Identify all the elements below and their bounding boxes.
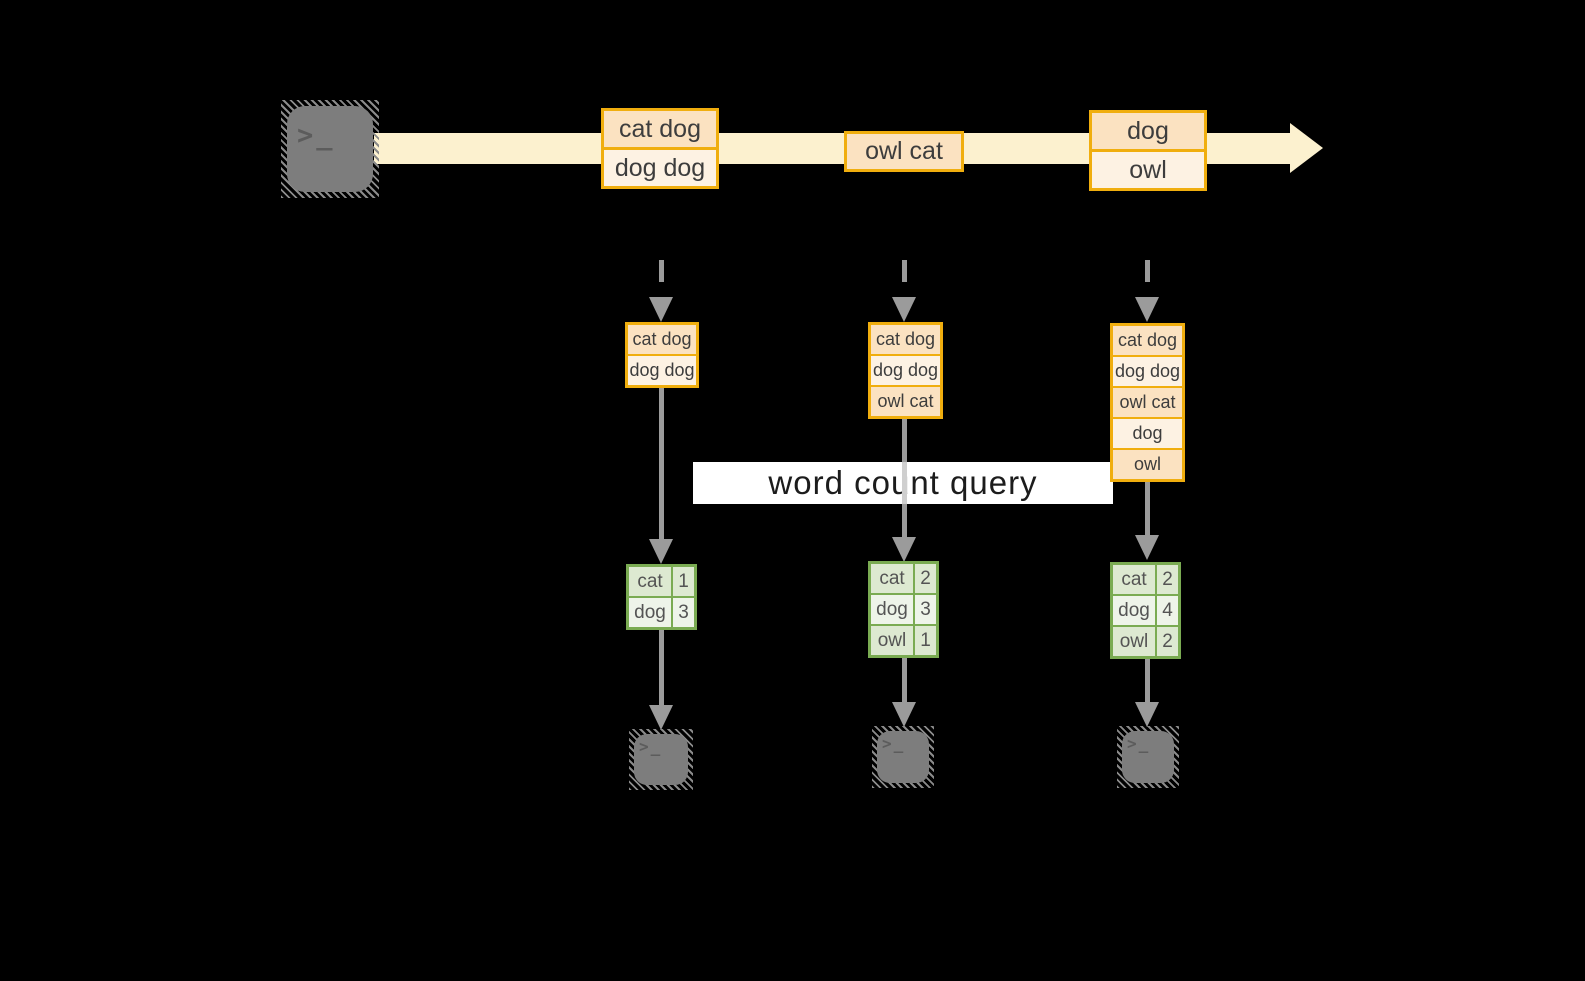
record-line: dog dog [871, 354, 940, 385]
record-line: owl cat [1113, 386, 1182, 417]
stream-batch-2: owl cat [844, 131, 964, 172]
arrow-query-3 [1145, 482, 1150, 535]
terminal-screen [287, 106, 373, 192]
count-row: dog 3 [871, 593, 936, 624]
arrowhead-sink-3 [1135, 702, 1159, 727]
terminal-sink-2-icon: >_ [872, 726, 934, 788]
record-line: dog dog [1113, 355, 1182, 386]
count-value: 1 [913, 626, 936, 655]
dashed-arrowhead-3 [1135, 297, 1159, 322]
record-line: dog [1113, 417, 1182, 448]
count-value: 3 [913, 595, 936, 624]
count-row: dog 4 [1113, 594, 1178, 625]
arrowhead-query-2 [892, 537, 916, 562]
count-row: cat 1 [629, 567, 694, 596]
dashed-arrow-3 [1145, 260, 1150, 282]
arrowhead-sink-1 [649, 705, 673, 730]
prompt-icon: >_ [882, 734, 906, 753]
dashed-arrow-2 [902, 260, 907, 282]
prompt-icon: >_ [297, 120, 336, 151]
count-word: owl [871, 626, 913, 655]
stream-arrowhead-icon [1290, 123, 1323, 173]
count-row: cat 2 [871, 564, 936, 593]
count-value: 1 [671, 567, 694, 596]
dashed-arrowhead-2 [892, 297, 916, 322]
arrow-sink-3 [1145, 658, 1150, 702]
count-row: cat 2 [1113, 565, 1178, 594]
count-word: dog [871, 595, 913, 624]
stream-record: owl [1092, 149, 1204, 188]
record-line: cat dog [628, 325, 696, 354]
terminal-sink-3-icon: >_ [1117, 726, 1179, 788]
record-line: owl [1113, 448, 1182, 479]
terminal-screen [634, 734, 688, 785]
dashed-arrow-1 [659, 260, 664, 282]
count-word: cat [871, 564, 913, 593]
prompt-icon: >_ [639, 737, 663, 756]
micro-batch-1: cat dog dog dog [625, 322, 699, 388]
count-value: 2 [1155, 627, 1178, 656]
count-word: dog [1113, 596, 1155, 625]
prompt-icon: >_ [1127, 734, 1151, 753]
arrow-query-2-overlay [902, 462, 907, 504]
arrowhead-query-3 [1135, 535, 1159, 560]
count-value: 2 [1155, 565, 1178, 594]
arrow-query-1 [659, 388, 664, 539]
count-table-2: cat 2 dog 3 owl 1 [868, 561, 939, 658]
record-line: cat dog [1113, 326, 1182, 355]
dashed-arrowhead-1 [649, 297, 673, 322]
record-line: owl cat [871, 385, 940, 416]
terminal-screen [877, 731, 929, 783]
count-word: dog [629, 598, 671, 627]
count-row: owl 2 [1113, 625, 1178, 656]
terminal-screen [1122, 731, 1174, 783]
terminal-sink-1-icon: >_ [629, 729, 693, 790]
arrowhead-query-1 [649, 539, 673, 564]
stream-record: owl cat [847, 134, 961, 169]
arrow-sink-1 [659, 630, 664, 705]
stream-record: cat dog [604, 111, 716, 147]
count-value: 3 [671, 598, 694, 627]
stream-record: dog dog [604, 147, 716, 186]
record-line: dog dog [628, 354, 696, 385]
stream-record: dog [1092, 113, 1204, 149]
count-value: 4 [1155, 596, 1178, 625]
arrowhead-sink-2 [892, 702, 916, 727]
count-word: cat [1113, 565, 1155, 594]
count-table-3: cat 2 dog 4 owl 2 [1110, 562, 1181, 659]
count-word: owl [1113, 627, 1155, 656]
count-word: cat [629, 567, 671, 596]
count-row: owl 1 [871, 624, 936, 655]
arrow-sink-2 [902, 658, 907, 702]
micro-batch-3: cat dog dog dog owl cat dog owl [1110, 323, 1185, 482]
count-value: 2 [913, 564, 936, 593]
stream-batch-3: dog owl [1089, 110, 1207, 191]
count-table-1: cat 1 dog 3 [626, 564, 697, 630]
micro-batch-2: cat dog dog dog owl cat [868, 322, 943, 419]
count-row: dog 3 [629, 596, 694, 627]
terminal-source-icon: >_ [281, 100, 379, 198]
stream-batch-1: cat dog dog dog [601, 108, 719, 189]
record-line: cat dog [871, 325, 940, 354]
